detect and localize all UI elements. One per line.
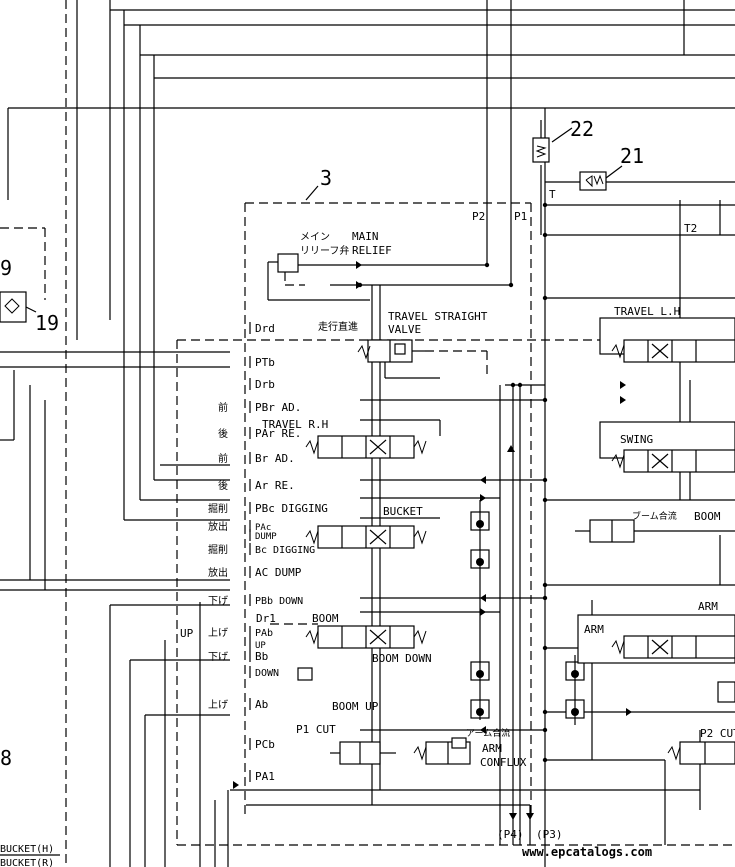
- swing-spool: [599, 421, 735, 473]
- pilot-port-jp-label: 後: [218, 479, 228, 492]
- callouts: 3 19 21 22 8 9: [0, 117, 644, 770]
- pilot-port-label: Br AD.: [255, 452, 295, 465]
- pilot-port-label: PBb DOWN: [255, 596, 303, 607]
- pilot-port-label: PTb: [255, 356, 275, 369]
- junction-dots: [357, 202, 548, 763]
- travel-straight-valve: [357, 339, 488, 379]
- travel-straight-jp: 走行直進: [318, 320, 358, 333]
- port-p2: P2: [472, 210, 485, 223]
- pilot-port-jp-label: 前: [218, 452, 228, 465]
- port-t2: T2: [684, 222, 697, 235]
- pilot-port-label: Bb: [255, 650, 268, 663]
- pilot-port-jp-label: 上げ: [208, 627, 228, 639]
- label-bucket: BUCKET: [383, 505, 423, 518]
- port-labels: P2 P1 T T2 (P4) (P3): [472, 188, 697, 841]
- pilot-port-label: Ar RE.: [255, 479, 295, 492]
- label-boom: BOOM: [312, 612, 339, 625]
- pilot-port-label: Ab: [255, 698, 268, 711]
- callout-19: 19: [35, 311, 59, 335]
- travel-lh-spool: [599, 317, 735, 363]
- label-bucket-r: BUCKET(R): [0, 858, 54, 867]
- pilot-port-label: PAc: [255, 523, 271, 533]
- label-arm: ARM: [482, 742, 502, 755]
- callout-9: 9: [0, 256, 12, 280]
- pilot-port-label: AC DUMP: [255, 566, 302, 579]
- label-swing: SWING: [620, 433, 653, 446]
- callout-22: 22: [570, 117, 594, 141]
- label-conflux: CONFLUX: [480, 756, 527, 769]
- function-labels: TRAVEL R.H TRAVEL L.H SWING BUCKET BOOM …: [0, 305, 735, 867]
- pilot-port-label: PCb: [255, 738, 275, 751]
- label-travel-lh: TRAVEL L.H: [614, 305, 680, 318]
- arm-spool: [577, 614, 735, 703]
- pilot-port-label: PAb: [255, 628, 273, 639]
- callout-21: 21: [620, 144, 644, 168]
- pilot-port-jp-label: 掘削: [208, 502, 228, 515]
- label-p2-cut: P2 CUT: [700, 727, 735, 740]
- p2-cut-valve: [667, 741, 735, 765]
- main-relief-en2: RELIEF: [352, 244, 392, 257]
- pilot-port-jp-label: 後: [218, 427, 228, 440]
- main-relief-en1: MAIN: [352, 230, 379, 243]
- p1-cut-valve: [330, 741, 396, 765]
- pilot-port-jp-label: 放出: [208, 520, 228, 533]
- pilot-port-jp-label: 下げ: [208, 651, 228, 663]
- label-arm-box: ARM: [584, 623, 604, 636]
- port-p3: (P3): [536, 828, 563, 841]
- flow-arrows: [233, 261, 632, 820]
- port-p4: (P4): [497, 828, 524, 841]
- label-dr1: Dr1: [256, 612, 276, 625]
- label-arm-right: ARM: [698, 600, 718, 613]
- label-up: UP: [180, 627, 194, 640]
- label-boom-down: BOOM DOWN: [372, 652, 432, 665]
- pilot-port-label: PA1: [255, 770, 275, 783]
- callout-8: 8: [0, 746, 12, 770]
- pilot-port-jp-label: 前: [218, 401, 228, 414]
- pilot-port-label: Drd: [255, 322, 275, 335]
- label-boom-conflux-en: BOOM: [694, 510, 721, 523]
- travel-straight-en2: VALVE: [388, 323, 421, 336]
- check-valve-21: [579, 165, 623, 191]
- label-travel-rh: TRAVEL R.H: [262, 418, 328, 431]
- pilot-port-label: UP: [255, 641, 266, 651]
- arm-conflux-valve: [413, 737, 471, 765]
- main-relief-labels: メイン リリーフ弁 MAIN RELIEF: [300, 230, 392, 257]
- main-relief-valve: [267, 253, 511, 301]
- label-boom-up: BOOM UP: [332, 700, 379, 713]
- port-t: T: [549, 188, 556, 201]
- port-p1: P1: [514, 210, 527, 223]
- pilot-port-jp-label: 放出: [208, 566, 228, 579]
- travel-straight-en1: TRAVEL STRAIGHT: [388, 310, 488, 323]
- pilot-port-jp-label: 上げ: [208, 699, 228, 711]
- check-valves-center: [470, 500, 585, 725]
- component-19: [0, 291, 37, 323]
- travel-straight-labels: 走行直進 TRAVEL STRAIGHT VALVE: [318, 310, 488, 336]
- bucket-spool: [305, 517, 440, 549]
- watermark: www.epcatalogs.com: [522, 845, 652, 859]
- main-relief-jp2: リリーフ弁: [300, 244, 349, 257]
- pilot-port-label: Drb: [255, 378, 275, 391]
- pilot-port-jp-label: 下げ: [208, 595, 228, 607]
- pilot-port-label: PBc DIGGING: [255, 502, 328, 515]
- pilot-port-label: Bc DIGGING: [255, 545, 315, 556]
- main-relief-jp: メイン: [300, 232, 330, 243]
- label-arm-conflux-jp: アーム合流: [466, 727, 510, 739]
- pilot-port-label: DOWN: [255, 668, 279, 679]
- pilot-port-label: PAr RE.: [255, 427, 301, 440]
- pilot-port-jp-label: 掘削: [208, 543, 228, 556]
- pilot-port-label: PBr AD.: [255, 401, 301, 414]
- label-bucket-h: BUCKET(H): [0, 844, 54, 855]
- pilot-port-label: DUMP: [255, 532, 277, 542]
- label-p1-cut: P1 CUT: [296, 723, 336, 736]
- boom-spool: [270, 623, 427, 681]
- boom-conflux-valve: [575, 519, 735, 543]
- check-valve-22: [532, 120, 573, 163]
- callout-3: 3: [320, 166, 332, 190]
- travel-rh-spool: [305, 419, 441, 459]
- label-boom-conflux-jp: ブーム合流: [632, 510, 677, 522]
